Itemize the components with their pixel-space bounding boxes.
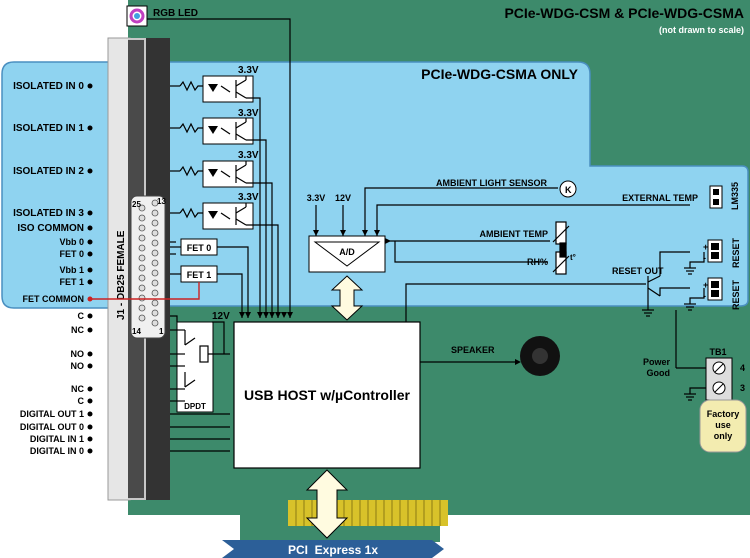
pin-label: Vbb 0 xyxy=(59,237,84,247)
fet-0-label: FET 0 xyxy=(187,243,212,253)
adc-supply-33: 3.3V xyxy=(307,193,326,203)
lm335-label: LM335 xyxy=(730,182,740,210)
factory-note-text: Factory xyxy=(707,409,740,419)
tb1-pin-3: 3 xyxy=(740,383,745,393)
pci-express-banner xyxy=(222,540,444,558)
pin-1-label: 1 xyxy=(159,327,164,336)
speaker-label: SPEAKER xyxy=(451,345,495,355)
pin-label: FET 0 xyxy=(59,249,84,259)
svg-text:+: + xyxy=(703,280,708,290)
pin-label: C xyxy=(78,311,85,321)
svg-text:K: K xyxy=(565,185,572,195)
subtitle: (not drawn to scale) xyxy=(659,25,744,35)
reset-out-label: RESET OUT xyxy=(612,266,664,276)
ambient-light-label: AMBIENT LIGHT SENSOR xyxy=(436,178,548,188)
left-pin-list: ISOLATED IN 0 ISOLATED IN 1 ISOLATED IN … xyxy=(13,81,84,456)
svg-text:-: - xyxy=(703,253,706,263)
pin-label: ISOLATED IN 1 xyxy=(13,123,84,134)
controller-label: USB HOST w/µController xyxy=(244,387,411,403)
pin-label: NO xyxy=(71,349,85,359)
fet-common-wire xyxy=(90,282,200,300)
reset-header-label: RESET xyxy=(731,279,741,310)
pin-25-label: 25 xyxy=(132,200,141,209)
main-title: PCIe-WDG-CSM & PCIe-WDG-CSMA xyxy=(504,5,744,21)
pin-label: ISOLATED IN 2 xyxy=(13,166,84,177)
adc-supply-12: 12V xyxy=(335,193,351,203)
opto-supply-label: 3.3V xyxy=(238,65,259,76)
pin-14-label: 14 xyxy=(132,327,141,336)
power-good-label: Power xyxy=(643,357,671,367)
reset-header-label: RESET xyxy=(731,237,741,268)
factory-use-note xyxy=(699,399,747,453)
pin-label: DIGITAL OUT 0 xyxy=(20,422,84,432)
pin-label: DIGITAL IN 0 xyxy=(30,446,84,456)
opto-supply-label: 3.3V xyxy=(238,108,259,119)
pin-label: ISOLATED IN 3 xyxy=(13,208,84,219)
pci-express-label: PCI Express 1x xyxy=(288,543,378,557)
pin-label: ISOLATED IN 0 xyxy=(13,81,84,92)
opto-isolators xyxy=(202,75,254,230)
ground-symbol xyxy=(642,309,654,317)
light-sensor-icon xyxy=(559,180,577,198)
tb1-label: TB1 xyxy=(709,347,726,357)
pin-13-label: 13 xyxy=(157,197,166,206)
pin-label: NO xyxy=(71,361,85,371)
pin-label: FET 1 xyxy=(59,277,84,287)
usb-host-controller xyxy=(233,321,421,469)
pin-label: FET COMMON xyxy=(23,294,85,304)
factory-note-text: use xyxy=(715,420,731,430)
pin-label: Vbb 1 xyxy=(59,265,84,275)
humidity-temp-sensor-icon xyxy=(552,221,570,275)
external-temp-label: EXTERNAL TEMP xyxy=(622,193,698,203)
tb1-pin-4: 4 xyxy=(740,363,745,373)
pin-label: NC xyxy=(71,384,84,394)
ambient-temp-label: AMBIENT TEMP xyxy=(480,229,549,239)
power-good-label-2: Good xyxy=(647,368,671,378)
pin-label: C xyxy=(78,396,85,406)
connector-label: J1 - DB25 FEMALE xyxy=(116,230,127,320)
pin-label: ISO COMMON xyxy=(17,223,84,234)
csma-zone-title: PCIe-WDG-CSMA ONLY xyxy=(421,66,579,82)
relay-dpdt xyxy=(176,321,214,413)
opto-supply-label: 3.3V xyxy=(238,192,259,203)
opto-supply-label: 3.3V xyxy=(238,150,259,161)
svg-text:+: + xyxy=(703,242,708,252)
relay-label: DPDT xyxy=(184,402,206,411)
adc-controller-arrow xyxy=(330,275,364,321)
rgb-led-label: RGB LED xyxy=(153,8,198,19)
t-symbol: t° xyxy=(570,253,576,262)
pin-label: DIGITAL IN 1 xyxy=(30,434,84,444)
adc-label: A/D xyxy=(339,247,355,257)
pin-label: NC xyxy=(71,325,84,335)
rh-label: RH% xyxy=(527,257,548,267)
relay-supply-label: 12V xyxy=(212,311,230,322)
fet-1-label: FET 1 xyxy=(187,270,212,280)
pin-label: DIGITAL OUT 1 xyxy=(20,409,84,419)
pci-controller-arrow xyxy=(305,469,349,539)
db25-socket xyxy=(130,195,166,339)
svg-text:-: - xyxy=(703,291,706,301)
factory-note-text: only xyxy=(714,431,733,441)
